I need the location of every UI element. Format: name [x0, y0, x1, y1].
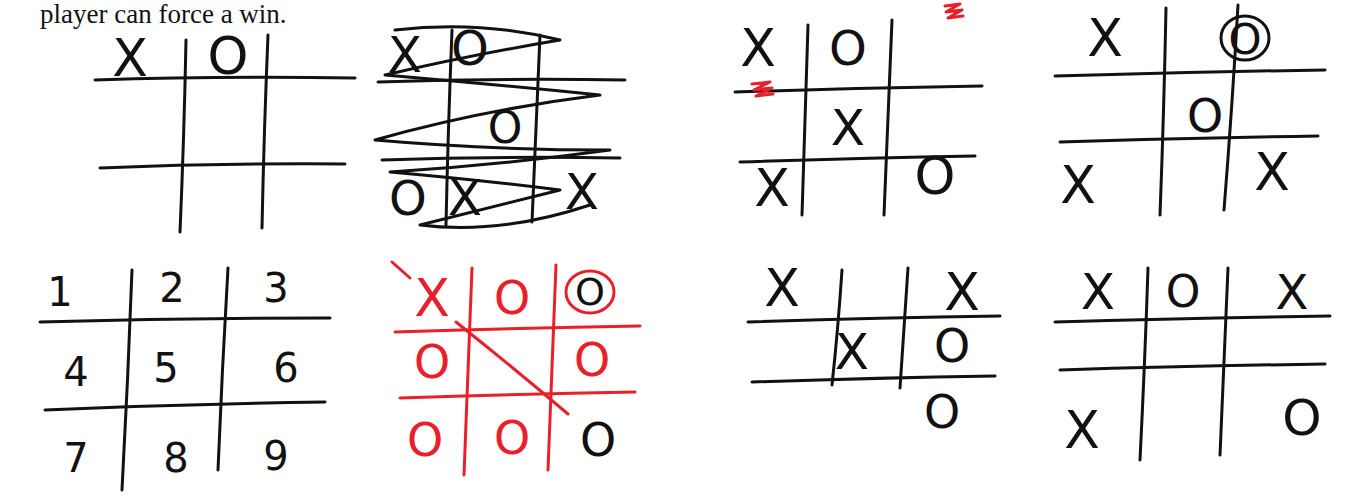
board-mark: O: [389, 174, 427, 222]
board-mark: X: [1060, 159, 1096, 211]
board-mark: X: [740, 22, 776, 74]
board-mark: X: [1064, 404, 1100, 456]
board-mark: O: [451, 24, 489, 72]
board-mark: O: [575, 273, 605, 311]
board-mark: X: [944, 266, 980, 318]
board-mark: O: [494, 275, 530, 321]
board-mark: X: [1254, 146, 1290, 198]
board-mark: X: [831, 103, 865, 153]
board-mark: O: [574, 337, 610, 383]
cell-number: 4: [63, 352, 88, 392]
board-mark: O: [934, 323, 970, 369]
board-mark: O: [488, 106, 523, 150]
board-mark: X: [1087, 12, 1123, 64]
cell-number: 5: [153, 348, 178, 388]
board-mark: X: [388, 30, 422, 80]
board-mark: X: [1276, 268, 1309, 316]
cell-number: 8: [163, 438, 188, 478]
board-mark: X: [414, 272, 450, 324]
board-mark: O: [915, 150, 956, 202]
board-mark: O: [580, 417, 616, 463]
board-mark: O: [407, 417, 443, 463]
board-mark: O: [208, 30, 249, 82]
board-mark: X: [754, 162, 790, 214]
cell-number: 3: [263, 268, 288, 308]
board-mark: O: [1228, 19, 1261, 61]
board-mark: X: [764, 262, 800, 314]
cell-number: 6: [273, 348, 298, 388]
board-mark: O: [414, 339, 450, 385]
board-mark: O: [924, 389, 960, 435]
cell-number: 9: [263, 436, 288, 476]
board-mark: X: [448, 173, 482, 223]
board-mark: O: [1166, 270, 1201, 314]
board-mark: O: [829, 24, 867, 72]
board-mark: O: [494, 415, 530, 461]
board-mark: X: [835, 327, 869, 377]
note-text: player can force a win.: [40, 1, 287, 28]
board-mark: O: [1282, 393, 1321, 443]
board-mark: X: [1081, 267, 1115, 317]
board-mark: X: [112, 32, 148, 84]
cell-number: 2: [159, 268, 184, 308]
board-mark: O: [1187, 93, 1223, 139]
cell-number: 7: [63, 438, 88, 478]
cell-number: 1: [47, 272, 72, 312]
board-mark: X: [565, 167, 599, 217]
